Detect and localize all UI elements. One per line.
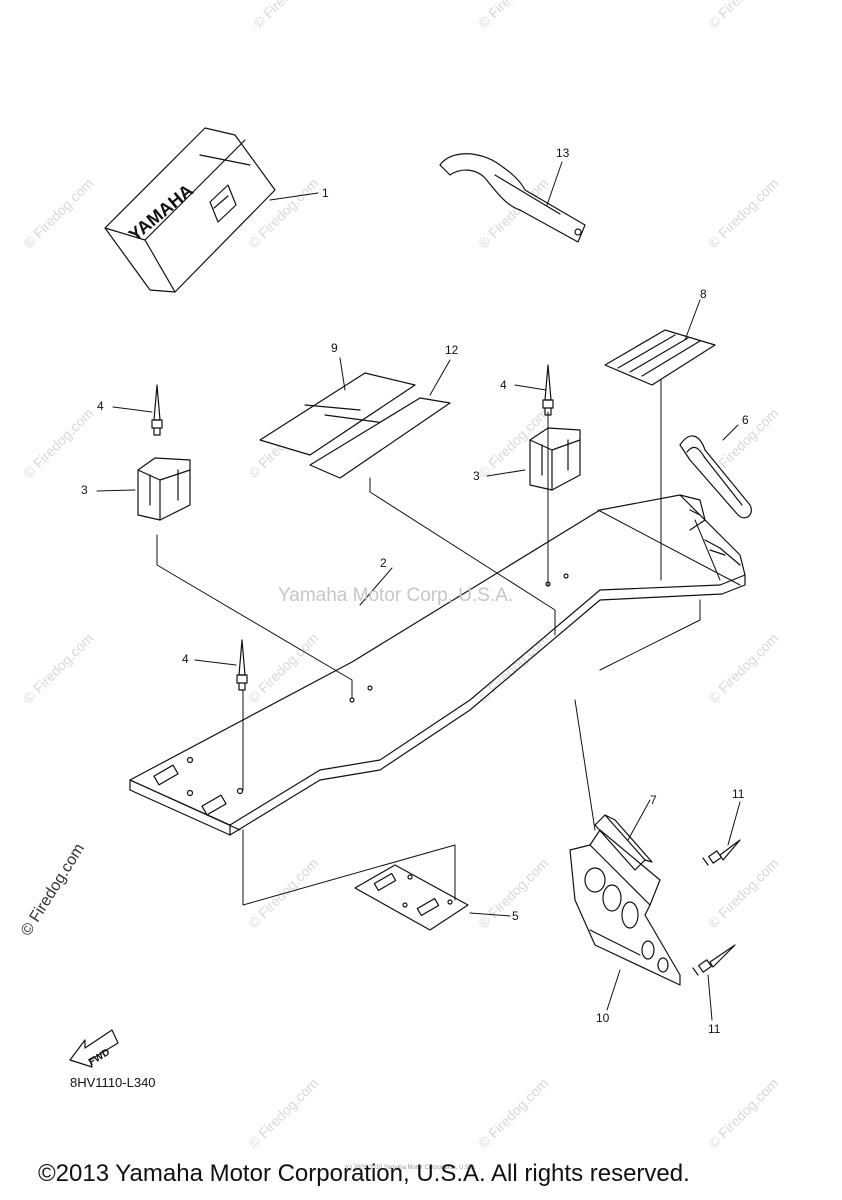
part-4-rivet-left xyxy=(151,384,163,436)
callout-4-right: 4 xyxy=(500,378,507,392)
part-2-tray xyxy=(129,494,746,836)
callout-3-left: 3 xyxy=(81,483,88,497)
callout-1: 1 xyxy=(322,186,329,200)
fwd-arrow-icon: FWD xyxy=(69,1029,119,1068)
tiny-copyright: (c) 2005-2015 Yamaha Motor Corporation, … xyxy=(345,1165,477,1171)
copyright-footer: ©2013 Yamaha Motor Corporation, U.S.A. A… xyxy=(38,1160,690,1187)
part-12-mat xyxy=(309,397,451,479)
part-5-plate xyxy=(354,864,469,931)
callout-13: 13 xyxy=(556,146,570,160)
part-8-pad xyxy=(604,329,716,386)
callout-2: 2 xyxy=(380,556,387,570)
part-6-strap xyxy=(679,435,752,519)
part-4-rivet-center xyxy=(236,639,248,691)
part-3-bracket-right xyxy=(529,427,581,491)
callout-8: 8 xyxy=(700,287,707,301)
callout-11-lower: 11 xyxy=(708,1022,721,1036)
callout-11-upper: 11 xyxy=(732,787,745,801)
part-13-spanner xyxy=(439,153,586,243)
callout-4-left: 4 xyxy=(97,399,104,413)
callout-7: 7 xyxy=(650,793,657,807)
callout-12: 12 xyxy=(445,343,459,357)
part-11-screw-upper xyxy=(702,839,741,866)
part-10-panel xyxy=(569,829,681,986)
diagram-code: 8HV1110-L340 xyxy=(70,1075,156,1090)
part-7-block xyxy=(594,814,653,871)
assembly-lines xyxy=(156,379,741,906)
callout-3-right: 3 xyxy=(473,469,480,483)
part-9-mat xyxy=(259,372,416,456)
callout-9: 9 xyxy=(331,341,338,355)
part-11-screw-lower xyxy=(692,944,736,976)
part-3-bracket-left xyxy=(137,457,191,521)
callout-5: 5 xyxy=(512,909,519,923)
callout-10: 10 xyxy=(596,1011,610,1025)
part-4-rivet-right xyxy=(542,364,554,416)
corp-watermark: Yamaha Motor Corp, U.S.A. xyxy=(278,585,514,606)
callout-4-center: 4 xyxy=(182,652,189,666)
callout-leaders xyxy=(96,161,741,1021)
callout-6: 6 xyxy=(742,413,749,427)
part-1-pouch: YAMAHA xyxy=(104,127,276,293)
